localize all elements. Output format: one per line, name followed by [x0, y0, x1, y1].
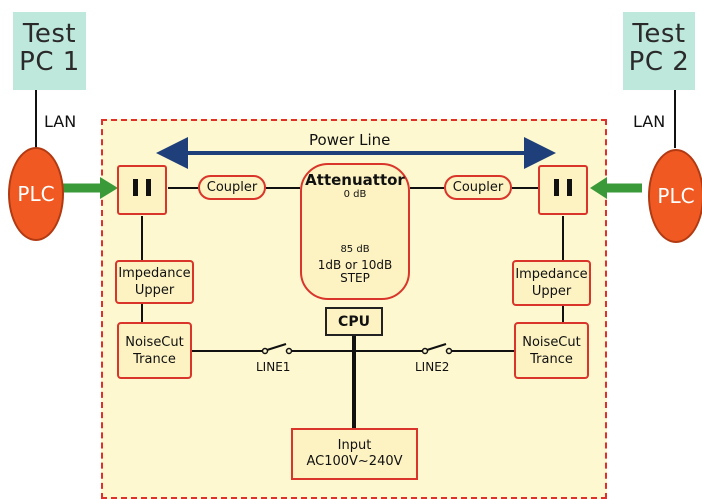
plc-left-label: PLC — [17, 182, 55, 206]
test-pc-1-box: Test PC 1 — [13, 12, 86, 90]
attenuator-box: Attenuattor 0 dB 85 dB 1dB or 10dB STEP — [300, 163, 410, 300]
outlet-right-slot-1 — [554, 179, 559, 196]
noisecut-trance-right: NoiseCut Trance — [514, 322, 589, 379]
coupler-right: Coupler — [444, 175, 512, 200]
impedance-right-line1: Impedance — [515, 267, 588, 282]
test-pc-1-line1: Test — [22, 19, 77, 49]
attenuator-bottom-db: 85 dB — [340, 244, 370, 255]
lan-label-right: LAN — [633, 112, 666, 131]
attenuator-step-line1: 1dB or 10dB — [317, 258, 393, 272]
power-line-label: Power Line — [309, 131, 391, 149]
outlet-left-slot-1 — [133, 179, 138, 196]
line1-label: LINE1 — [256, 360, 291, 374]
test-pc-2-line2: PC 2 — [628, 47, 690, 77]
noisecut-left-line1: NoiseCut — [125, 334, 184, 350]
cpu-box: CPU — [325, 307, 383, 336]
impedance-upper-right: Impedance Upper — [512, 260, 591, 306]
outlet-right — [538, 165, 588, 215]
input-voltage: AC100V~240V — [306, 454, 403, 469]
plc-right-label: PLC — [657, 184, 695, 208]
attenuator-top-db: 0 dB — [343, 189, 367, 200]
test-pc-1-line2: PC 1 — [19, 47, 80, 77]
attenuator-title: Attenuattor — [305, 171, 405, 189]
outlet-left — [117, 165, 167, 215]
coupler-left: Coupler — [198, 175, 266, 200]
impedance-right-line2: Upper — [531, 284, 572, 299]
input-power-box: Input AC100V~240V — [291, 428, 418, 480]
noisecut-left-line2: Trance — [133, 351, 176, 367]
test-pc-2-line1: Test — [632, 19, 686, 49]
impedance-left-line1: Impedance — [118, 266, 191, 281]
line2-label: LINE2 — [415, 360, 450, 374]
attenuator-step-line2: STEP — [340, 271, 370, 285]
outlet-right-slot-2 — [567, 179, 572, 196]
plc-right: PLC — [648, 149, 702, 243]
plc-left: PLC — [8, 147, 64, 241]
impedance-left-line2: Upper — [134, 283, 175, 298]
impedance-upper-left: Impedance Upper — [115, 260, 194, 304]
outlet-left-slot-2 — [146, 179, 151, 196]
lan-label-left: LAN — [44, 112, 77, 131]
test-pc-2-box: Test PC 2 — [623, 12, 695, 90]
input-label: Input — [337, 438, 372, 453]
noisecut-right-line2: Trance — [530, 351, 573, 367]
noisecut-right-line1: NoiseCut — [522, 334, 581, 350]
noisecut-trance-left: NoiseCut Trance — [117, 322, 192, 379]
